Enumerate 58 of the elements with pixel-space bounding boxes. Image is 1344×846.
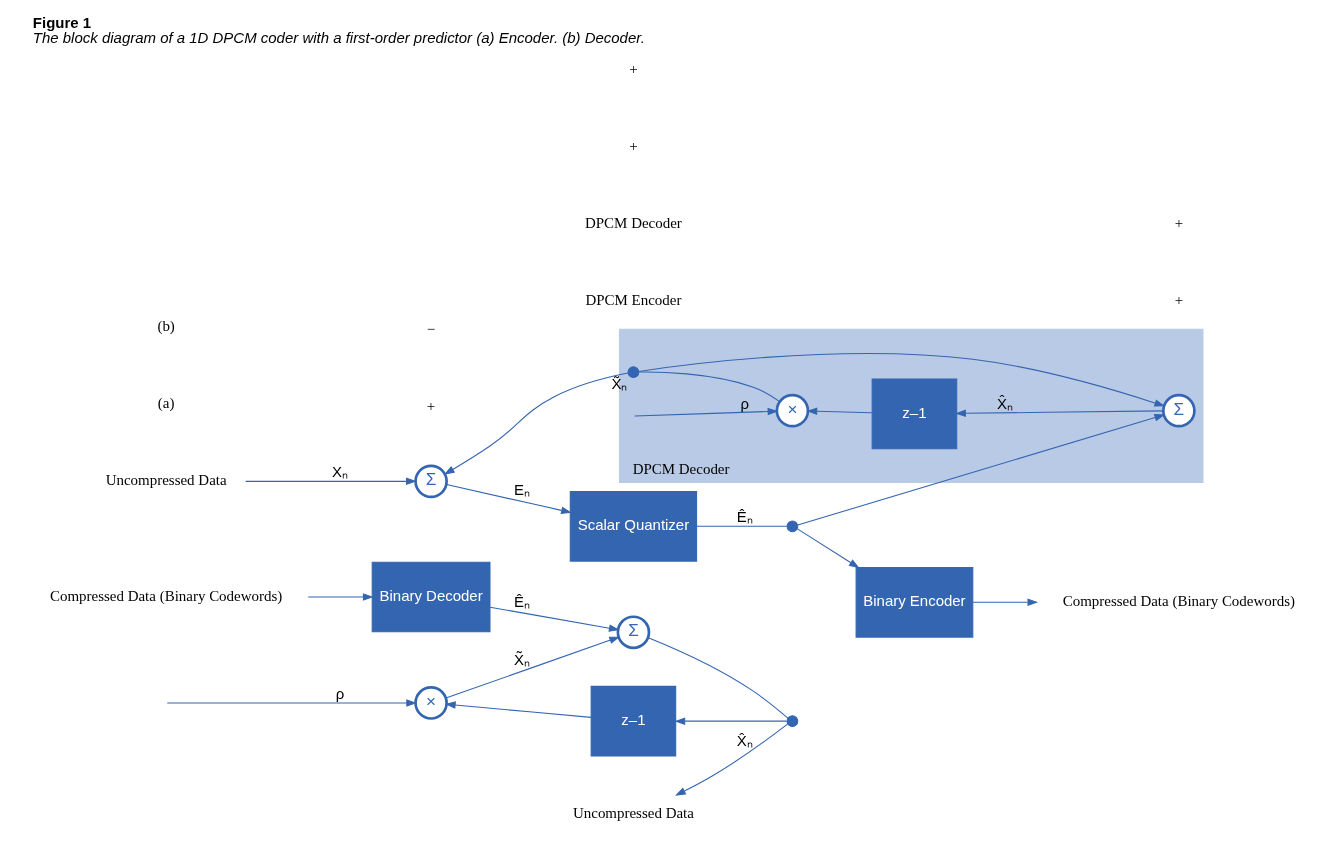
arrow: [244, 477, 417, 486]
edge-label: Êₙ: [736, 508, 753, 526]
node-box: z–1: [871, 378, 957, 450]
arrow: [796, 413, 1165, 526]
node-label: X̃ₙ: [611, 375, 627, 393]
node-circle: ×: [413, 686, 448, 720]
arrow: [674, 717, 787, 725]
node-circle: ×: [775, 393, 809, 428]
label: (b): [156, 318, 175, 335]
arrow: [633, 407, 778, 417]
label: DPCM Decoder: [584, 215, 682, 232]
label: +: [426, 398, 435, 415]
label: +: [628, 61, 638, 78]
arrow: [674, 723, 788, 796]
arrow: [444, 636, 620, 699]
node-circle: Σ: [616, 615, 650, 650]
label: +: [1174, 292, 1183, 309]
connector: [647, 637, 788, 719]
edge-label: ρ: [335, 684, 344, 702]
node-circle: Σ: [1161, 393, 1196, 428]
node-box: Binary Encoder: [855, 567, 973, 638]
arrow: [445, 484, 572, 515]
arrow: [796, 528, 860, 569]
label: +: [1174, 215, 1183, 232]
edge-label: Xₙ: [331, 463, 348, 481]
node-text: Uncompressed Data: [572, 805, 694, 822]
connector: [638, 371, 780, 403]
arrow: [489, 606, 620, 632]
edge-label: X̃ₙ: [513, 650, 530, 668]
arrow: [972, 598, 1038, 607]
label: +: [628, 138, 638, 155]
arrow: [166, 699, 417, 707]
node-text: Compressed Data (Binary Codewords): [1062, 593, 1295, 610]
node-box: Binary Decoder: [371, 561, 490, 633]
edge-label: Eₙ: [513, 481, 530, 499]
arrow: [806, 407, 872, 416]
label: (a): [157, 395, 174, 412]
node-text: Compressed Data (Binary Codewords): [49, 587, 282, 604]
arrow: [307, 593, 374, 601]
node-circle: Σ: [413, 464, 448, 499]
node-circle: [786, 715, 798, 728]
node-text: Uncompressed Data: [105, 472, 227, 489]
label: −: [426, 321, 435, 338]
arrow: [443, 372, 628, 475]
arrow: [637, 352, 1165, 407]
edge-label: ρ: [740, 394, 749, 412]
edge-label: Êₙ: [513, 592, 530, 610]
node-box: z–1: [590, 685, 676, 757]
diagram-title: Figure 1: [32, 13, 91, 31]
label: DPCM Encoder: [584, 292, 681, 309]
arrow: [954, 409, 1164, 418]
node-box: Scalar Quantizer: [569, 491, 697, 562]
edge-label: X̂ₙ: [996, 394, 1013, 412]
edge-label: X̂ₙ: [736, 731, 753, 749]
node-circle: [786, 520, 798, 533]
node-circle: [627, 366, 639, 379]
arrow: [444, 701, 592, 718]
connector: [695, 525, 787, 527]
